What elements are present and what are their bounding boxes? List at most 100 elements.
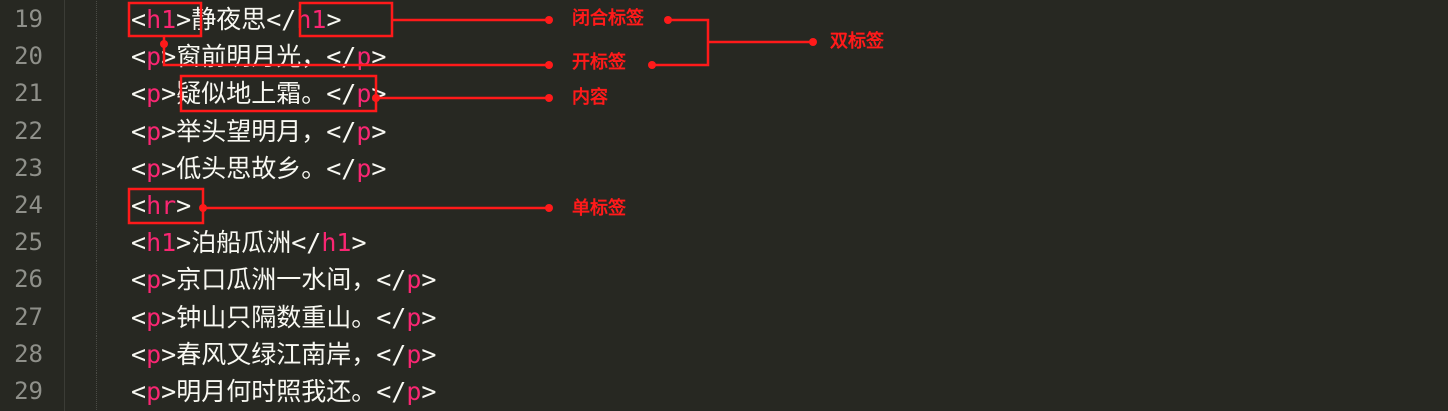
- tag-bracket: >: [176, 228, 192, 258]
- element-content: 静夜思: [191, 5, 267, 34]
- code-text: <p>京口瓜洲一水间，</p>: [131, 261, 436, 298]
- line-number: 23: [14, 153, 43, 182]
- tag-name: p: [356, 153, 372, 183]
- tag-name: p: [356, 116, 372, 146]
- tag-bracket: >: [371, 42, 387, 72]
- tag-name: hr: [146, 191, 177, 220]
- indent-guide: [96, 1, 98, 38]
- tag-bracket: >: [421, 339, 437, 369]
- indent-guide: [96, 224, 98, 262]
- tag-name: p: [146, 339, 162, 369]
- tag-bracket: </: [376, 302, 407, 332]
- indent-guide: [96, 261, 98, 299]
- tag-name: p: [146, 79, 162, 109]
- tag-name: p: [356, 79, 372, 109]
- tag-name: h1: [146, 5, 177, 34]
- element-content: 举头望明月，: [176, 116, 327, 146]
- tag-bracket: >: [176, 5, 192, 34]
- tag-name: p: [146, 42, 162, 72]
- tag-bracket: >: [421, 302, 437, 332]
- line-number: 28: [14, 339, 43, 368]
- code-line[interactable]: 26 <p>京口瓜洲一水间，</p>: [0, 261, 1448, 299]
- tag-name: p: [406, 339, 422, 369]
- tag-bracket: </: [376, 265, 407, 295]
- code-line[interactable]: 21 <p>疑似地上霜。</p>: [0, 75, 1448, 113]
- element-content: 低头思故乡。: [176, 153, 327, 183]
- tag-name: h1: [321, 228, 352, 258]
- code-line[interactable]: 19<h1>静夜思</h1>: [0, 1, 1448, 38]
- line-number: 21: [14, 79, 43, 108]
- code-text: <p>春风又绿江南岸，</p>: [131, 336, 436, 373]
- line-number: 29: [14, 377, 43, 405]
- code-text: <p>窗前明月光，</p>: [131, 38, 386, 75]
- indent-guide: [96, 187, 98, 224]
- tag-bracket: >: [161, 302, 177, 332]
- code-line[interactable]: 22<p>举头望明月，</p>: [0, 112, 1448, 150]
- tag-bracket: </: [326, 42, 357, 72]
- tag-bracket: <: [131, 228, 147, 258]
- tag-bracket: >: [371, 79, 387, 109]
- indent-guide: [96, 75, 98, 113]
- tag-bracket: >: [161, 79, 177, 109]
- tag-name: p: [146, 377, 162, 406]
- line-number: 27: [14, 302, 43, 331]
- tag-bracket: >: [161, 377, 177, 406]
- code-text: <h1>泊船瓜洲</h1>: [131, 224, 367, 261]
- tag-bracket: <: [131, 5, 147, 34]
- tag-name: p: [406, 265, 422, 295]
- tag-bracket: >: [161, 116, 177, 146]
- tag-bracket: <: [131, 42, 147, 72]
- tag-name: p: [146, 265, 162, 295]
- code-line[interactable]: 23<p>低头思故乡。</p>: [0, 149, 1448, 187]
- indent-guide: [96, 298, 98, 336]
- tag-name: p: [146, 302, 162, 332]
- tag-bracket: >: [161, 265, 177, 295]
- code-line[interactable]: 27 <p>钟山只隔数重山。</p>: [0, 298, 1448, 336]
- tag-bracket: <: [131, 191, 147, 220]
- code-text: <hr>: [131, 187, 191, 224]
- tag-bracket: <: [131, 377, 147, 406]
- element-content: 京口瓜洲一水间，: [176, 265, 377, 295]
- tag-bracket: <: [131, 339, 147, 369]
- tag-bracket: </: [326, 79, 357, 109]
- tag-bracket: </: [376, 339, 407, 369]
- tag-bracket: </: [326, 116, 357, 146]
- tag-bracket: >: [371, 153, 387, 183]
- line-number: 26: [14, 265, 43, 294]
- tag-bracket: </: [326, 153, 357, 183]
- element-content: 泊船瓜洲: [191, 228, 292, 258]
- code-text: <p>钟山只隔数重山。</p>: [131, 299, 436, 336]
- tag-bracket: </: [291, 228, 322, 258]
- tag-name: p: [406, 377, 422, 406]
- code-line[interactable]: 25<h1>泊船瓜洲</h1>: [0, 224, 1448, 262]
- code-line[interactable]: 29<p>明月何时照我还。</p>: [0, 373, 1448, 410]
- gutter-divider: [64, 0, 65, 411]
- tag-bracket: >: [161, 339, 177, 369]
- tag-bracket: >: [421, 377, 437, 406]
- indent-guide: [96, 112, 98, 150]
- tag-bracket: </: [376, 377, 407, 406]
- indent-guide: [96, 149, 98, 187]
- tag-bracket: >: [176, 191, 192, 220]
- tag-bracket: >: [351, 228, 367, 258]
- tag-bracket: >: [161, 153, 177, 183]
- element-content: 疑似地上霜。: [176, 79, 327, 109]
- code-text: <h1>静夜思</h1>: [131, 1, 342, 38]
- tag-bracket: >: [421, 265, 437, 295]
- indent-guide: [96, 335, 98, 373]
- code-line[interactable]: 20<p>窗前明月光，</p>: [0, 38, 1448, 76]
- code-text: <p>明月何时照我还。</p>: [131, 373, 436, 410]
- tag-name: p: [356, 42, 372, 72]
- code-text: <p>低头思故乡。</p>: [131, 150, 386, 187]
- code-line[interactable]: 28 <p>春风又绿江南岸，</p>: [0, 335, 1448, 373]
- tag-bracket: >: [326, 5, 342, 34]
- code-text: <p>举头望明月，</p>: [131, 113, 386, 150]
- line-number: 25: [14, 228, 43, 257]
- tag-bracket: <: [131, 153, 147, 183]
- code-line[interactable]: 24<hr>: [0, 187, 1448, 224]
- element-content: 明月何时照我还。: [176, 377, 377, 406]
- code-text: <p>疑似地上霜。</p>: [131, 75, 386, 112]
- tag-name: p: [406, 302, 422, 332]
- indent-guide: [96, 38, 98, 76]
